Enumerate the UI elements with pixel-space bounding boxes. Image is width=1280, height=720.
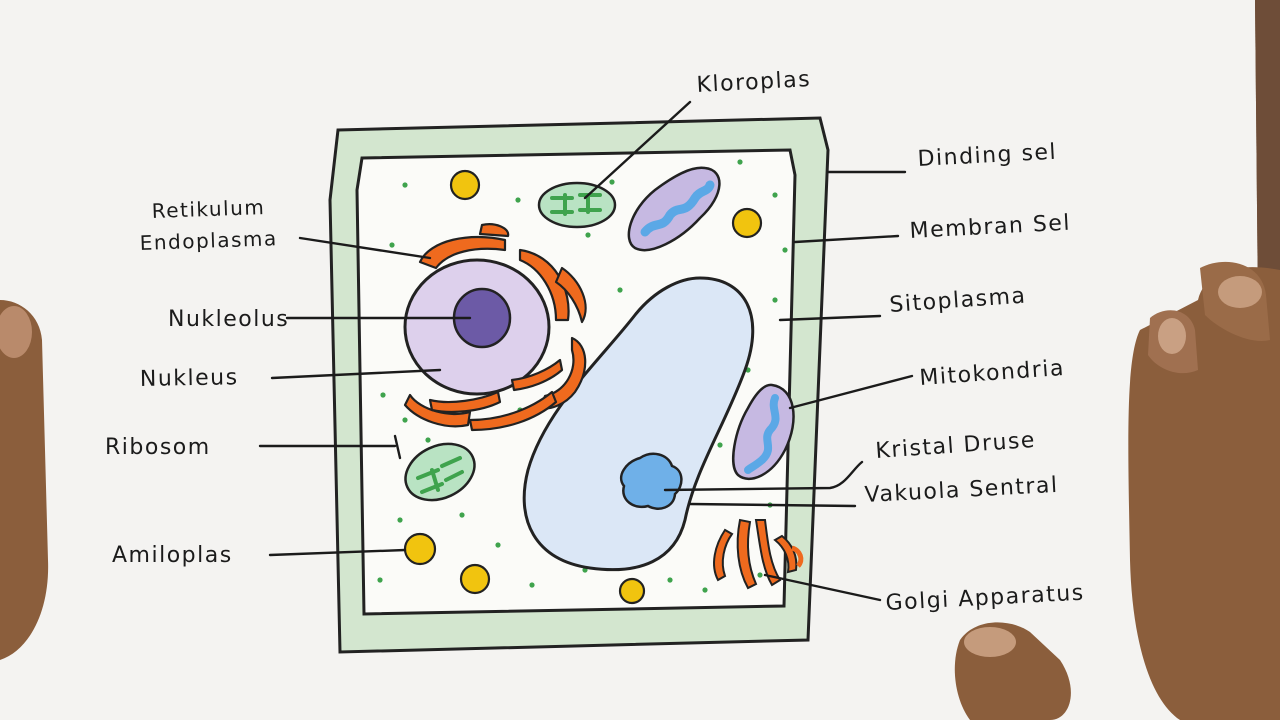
amyloplasts xyxy=(403,169,763,605)
leader-lines xyxy=(258,100,914,602)
golgi-vesicle xyxy=(791,545,804,568)
label-retikulum-line1: Retikulum xyxy=(151,195,265,223)
endoplasmic-reticulum xyxy=(403,223,587,432)
label-ribosom: Ribosom xyxy=(105,435,211,460)
right-palm-nail xyxy=(964,627,1016,657)
golgi-apparatus xyxy=(713,518,798,590)
label-nukleus: Nukleus xyxy=(140,365,239,392)
ribosome-dots xyxy=(377,159,788,593)
chloroplast-bottom xyxy=(404,442,476,502)
left-hand xyxy=(0,300,49,660)
label-nukleolus: Nukleolus xyxy=(168,307,289,332)
druse-crystal xyxy=(619,452,683,510)
right-fingernail-2 xyxy=(1158,318,1186,354)
label-amiloplas: Amiloplas xyxy=(112,543,233,568)
right-fingernail-1 xyxy=(1218,276,1262,308)
label-retikulum-line2: Endoplasma xyxy=(139,226,278,255)
right-hand xyxy=(1128,267,1280,720)
central-vacuole xyxy=(522,276,755,572)
mitochondrion-top xyxy=(627,166,721,252)
mitochondrion-right xyxy=(732,383,795,481)
left-thumb-nail xyxy=(0,306,32,358)
label-kloroplas: Kloroplas xyxy=(696,67,812,98)
chloroplast-top xyxy=(537,181,617,229)
